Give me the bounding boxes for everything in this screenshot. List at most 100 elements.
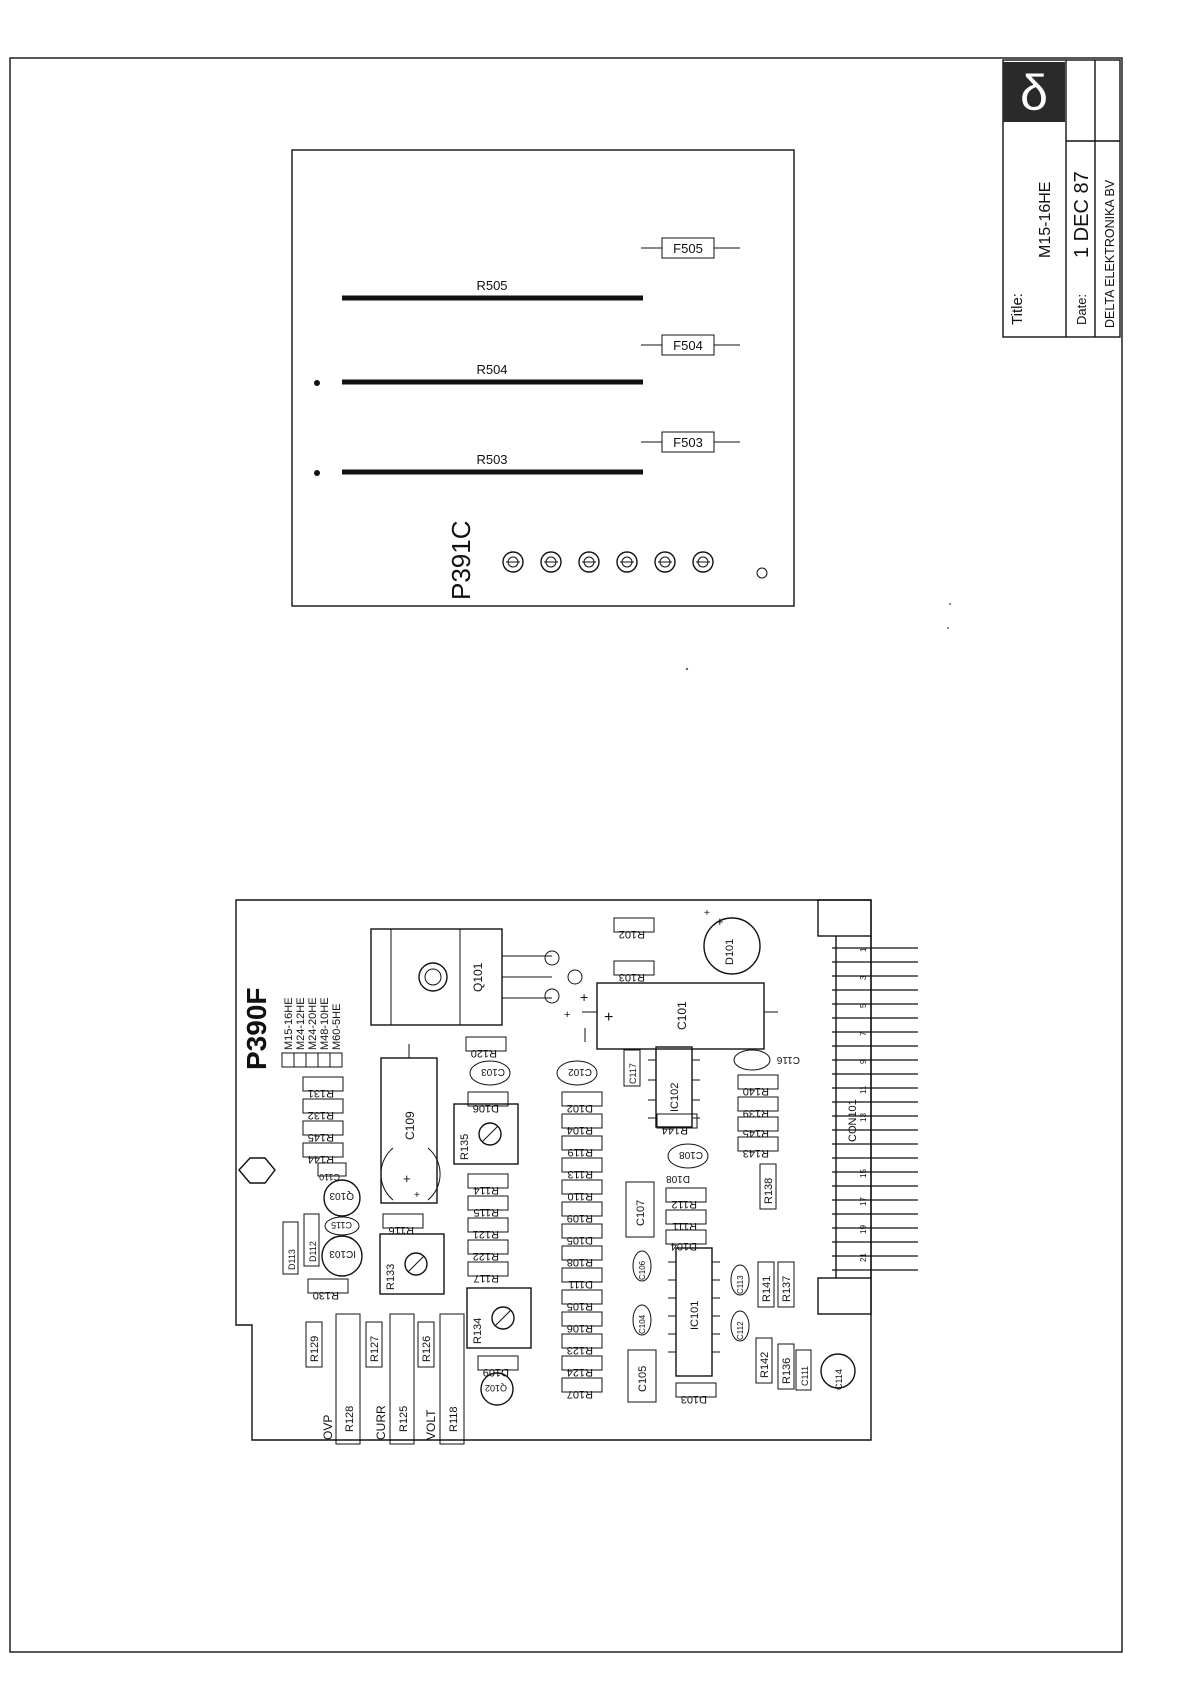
component: C114 [820, 1353, 856, 1390]
trim-pot-r128-label: R128 [344, 1406, 356, 1432]
misc-resistors: R129 R127 R126 R138 R141 R137 R142 R136 [305, 1163, 795, 1390]
svg-text:5: 5 [859, 1003, 868, 1008]
svg-text:R111: R111 [672, 1220, 697, 1232]
trimmer-r133: R133 [379, 1233, 445, 1295]
component: R130 [307, 1278, 349, 1301]
capacitor-c101: C101 + + + [564, 982, 778, 1050]
transistor-q101: Q101 [370, 928, 583, 1026]
svg-text:R124: R124 [567, 1366, 593, 1378]
variant-list: M15-16HE M24-12HE M24-20HE M48-10HE M60-… [281, 997, 343, 1068]
svg-text:R133: R133 [385, 1264, 397, 1290]
svg-text:C112: C112 [736, 1321, 745, 1340]
svg-text:+: + [414, 1190, 420, 1201]
connector-pin-numbers: 1 3 5 7 9 11 13 15 17 19 21 [859, 947, 868, 1262]
fuse-f504: F504 [641, 334, 740, 356]
component: IC103 [321, 1235, 363, 1277]
component: C116 [733, 1049, 800, 1071]
capacitor-c109: C109 + + [380, 1044, 441, 1204]
title-value: M15-16HE [1037, 182, 1054, 258]
trim-section: R128 R125 R118 OVP CURR VOLT [321, 1313, 465, 1445]
variant-item: M48-10HE [317, 997, 331, 1068]
svg-text:1: 1 [859, 947, 868, 952]
fuse-f505: F505 [641, 237, 740, 259]
variant-item: M24-12HE [293, 997, 307, 1068]
svg-text:Q102: Q102 [485, 1383, 507, 1393]
component: R143 [737, 1136, 779, 1159]
svg-text:R110: R110 [568, 1190, 593, 1202]
svg-text:R108: R108 [567, 1256, 593, 1268]
pad [616, 551, 638, 573]
scan-speck [685, 667, 689, 671]
component: R115 [467, 1195, 509, 1218]
component: C108 [667, 1143, 709, 1169]
svg-text:C104: C104 [638, 1314, 647, 1334]
trim-pot-r118-label: R118 [448, 1407, 460, 1432]
svg-text:C101: C101 [675, 1001, 689, 1030]
date-label: Date: [1074, 294, 1089, 325]
svg-text:R141: R141 [761, 1276, 773, 1302]
component: D108 [666, 1173, 690, 1184]
svg-text:R135: R135 [459, 1134, 471, 1160]
svg-text:IC102: IC102 [669, 1083, 681, 1112]
component: R120 [465, 1036, 507, 1059]
svg-text:3: 3 [859, 975, 868, 980]
component: D112 [303, 1213, 320, 1267]
diode-d101: D101 + + [703, 908, 761, 975]
svg-text:C106: C106 [638, 1260, 647, 1280]
fuse-f503: F503 [641, 431, 740, 453]
resistor-r503: R503 [314, 452, 643, 476]
pad [540, 551, 562, 573]
svg-text:M24-12HE: M24-12HE [295, 997, 307, 1050]
component: C115 [324, 1216, 360, 1236]
svg-text:D108: D108 [666, 1173, 690, 1184]
svg-text:C108: C108 [679, 1149, 703, 1160]
svg-text:C115: C115 [331, 1220, 352, 1230]
svg-text:R138: R138 [763, 1178, 775, 1204]
svg-text:R145: R145 [308, 1131, 334, 1143]
svg-text:D103: D103 [681, 1393, 707, 1405]
svg-text:C117: C117 [628, 1063, 638, 1084]
svg-text:11: 11 [859, 1085, 868, 1094]
scan-speck [949, 603, 951, 605]
component: R145 [302, 1120, 344, 1143]
component: R119 [561, 1135, 603, 1158]
hex-nut-icon [238, 1157, 276, 1184]
component: R112 [665, 1187, 707, 1210]
mounting-hole [756, 567, 768, 579]
svg-text:R145: R145 [743, 1127, 769, 1139]
component: D111 [561, 1267, 603, 1290]
trim-label-ovp: OVP [321, 1415, 335, 1440]
svg-text:C110: C110 [319, 1172, 340, 1182]
svg-text:+: + [704, 908, 710, 919]
pad [502, 551, 524, 573]
svg-text:D101: D101 [724, 939, 736, 965]
svg-text:D112: D112 [308, 1241, 318, 1262]
svg-text:F503: F503 [673, 435, 703, 450]
svg-text:M60-5HE: M60-5HE [331, 1004, 343, 1050]
svg-text:C116: C116 [776, 1054, 800, 1065]
svg-text:13: 13 [859, 1113, 868, 1122]
component: R126 [417, 1321, 435, 1368]
component: C105 [627, 1349, 657, 1403]
component: D103 [675, 1382, 717, 1405]
part-column-5: C116 R140 R139 R145 R143 C113 C112 C111 … [730, 1049, 856, 1391]
svg-text:C103: C103 [481, 1066, 505, 1077]
component: R106 [561, 1311, 603, 1334]
svg-text:C105: C105 [637, 1366, 649, 1392]
drawing-frame [9, 57, 1123, 1653]
svg-text:R132: R132 [308, 1109, 334, 1121]
svg-text:R140: R140 [743, 1085, 769, 1097]
component: D106 [467, 1091, 509, 1114]
board-p391c: P391C R505 R504 R503 F505 F504 [291, 149, 795, 607]
svg-text:R136: R136 [781, 1358, 793, 1384]
variant-item: M60-5HE [329, 1004, 343, 1068]
part-column-4: C117 R144 C108 D108 R112 R111 D104 C107 … [623, 1049, 717, 1405]
board-p391c-outline [291, 149, 795, 607]
component: R145 [737, 1116, 779, 1139]
svg-text:R129: R129 [309, 1336, 321, 1362]
svg-text:IC103: IC103 [329, 1248, 356, 1259]
component: R141 [757, 1261, 775, 1308]
trim-label-volt: VOLT [424, 1409, 438, 1440]
component: R144 [656, 1113, 698, 1136]
svg-text:R104: R104 [567, 1124, 593, 1136]
